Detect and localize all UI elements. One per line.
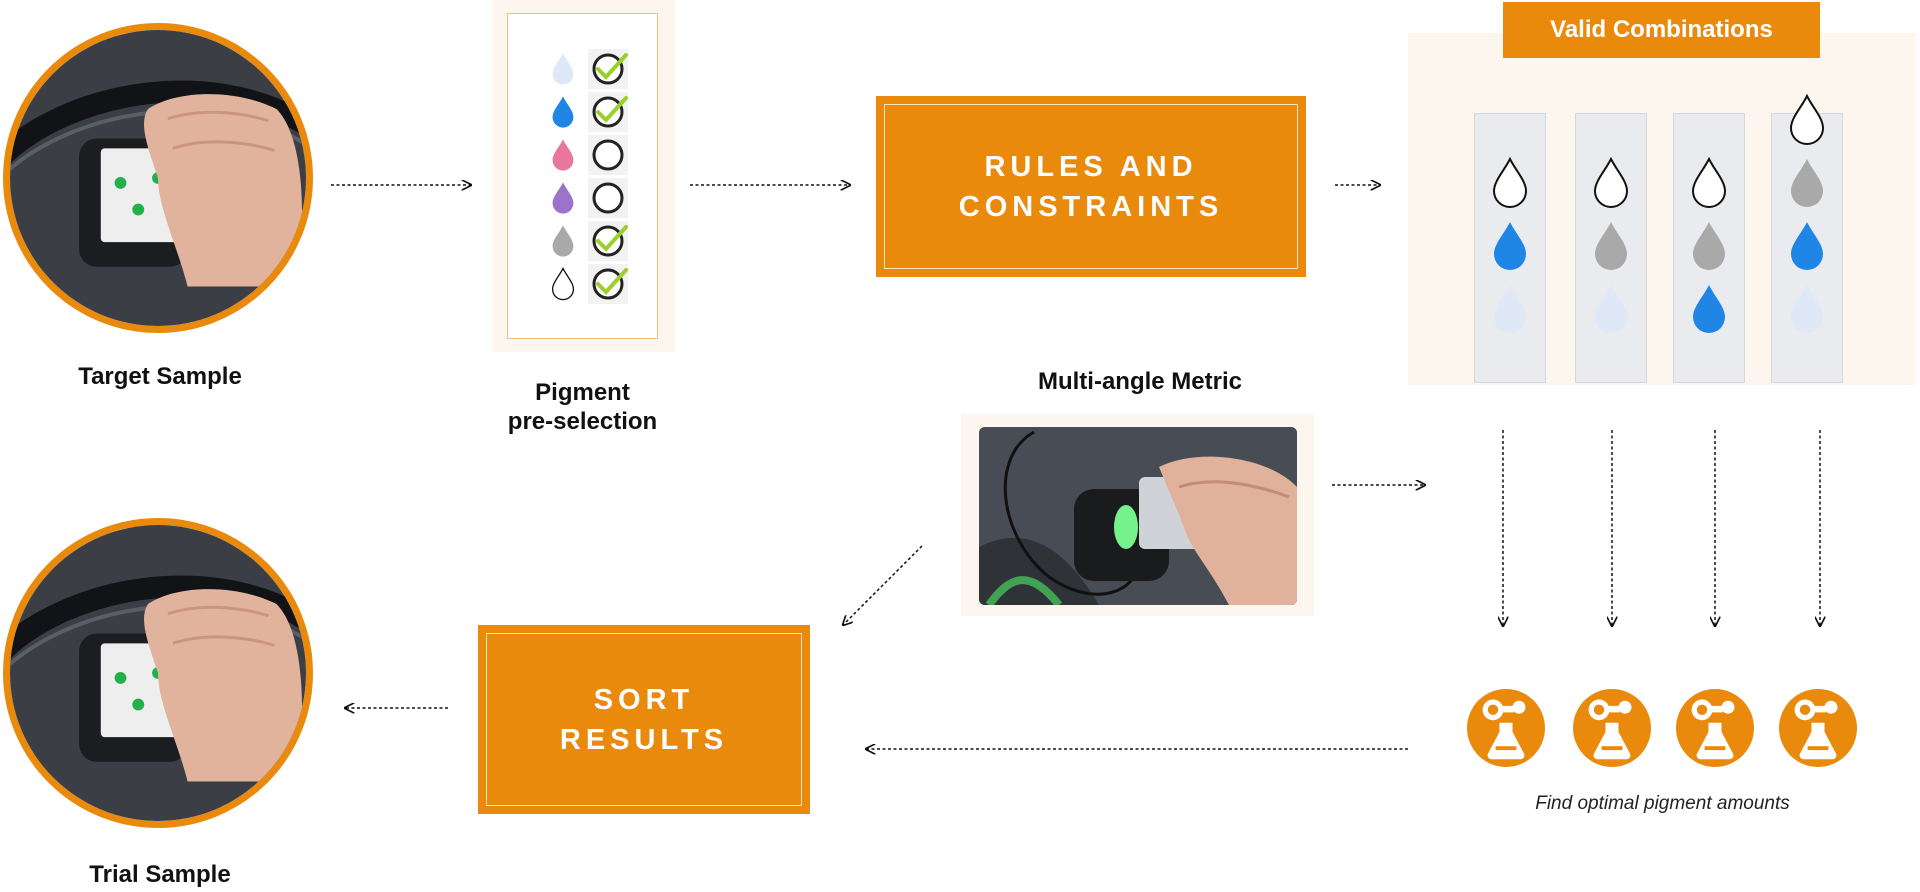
pigment-drop bbox=[1693, 285, 1725, 333]
sort-results-text: SORT RESULTS bbox=[559, 683, 729, 756]
pigment-drop bbox=[1693, 222, 1725, 270]
target-sample-label: Target Sample bbox=[78, 363, 242, 390]
pigment-drop bbox=[1593, 156, 1629, 208]
rules-constraints-text: RULES AND CONSTRAINTS bbox=[958, 150, 1224, 223]
metric-label: Multi-angle Metric bbox=[1037, 368, 1242, 395]
arrow-metric-to-sort bbox=[843, 545, 923, 625]
pigment-drop bbox=[1494, 222, 1526, 270]
pigment-drop bbox=[552, 225, 574, 257]
check-icon bbox=[588, 221, 628, 261]
check-icon bbox=[588, 264, 628, 304]
pigment-drop bbox=[1595, 222, 1627, 270]
pigment-label: Pigment pre-selection bbox=[480, 378, 685, 436]
trial-sample-image bbox=[3, 518, 313, 828]
pigment-drop bbox=[1791, 159, 1823, 207]
pigment-drop bbox=[1791, 222, 1823, 270]
pigment-drop bbox=[1691, 156, 1727, 208]
pigment-checklist bbox=[551, 49, 628, 304]
valid-combinations-title: Valid Combinations bbox=[1550, 16, 1773, 43]
valid-combinations-header: Valid Combinations bbox=[1503, 2, 1820, 58]
flask-icon bbox=[1676, 689, 1754, 767]
check-icon bbox=[588, 92, 628, 132]
pigment-drop bbox=[552, 53, 574, 85]
flask-icon bbox=[1779, 689, 1857, 767]
pigment-label-line1: Pigment bbox=[535, 379, 630, 406]
flask-icon bbox=[1573, 689, 1651, 767]
check-icon bbox=[588, 49, 628, 89]
target-sample-image bbox=[3, 23, 313, 333]
pigment-preselection-card bbox=[492, 0, 675, 352]
optimal-amounts-caption: Find optimal pigment amounts bbox=[1535, 793, 1790, 814]
rules-constraints-box: RULES AND CONSTRAINTS bbox=[876, 96, 1306, 277]
empty-circle-icon bbox=[588, 178, 628, 218]
combination-drops bbox=[1492, 93, 1825, 333]
pigment-drop bbox=[552, 139, 574, 171]
pigment-drop bbox=[1789, 93, 1825, 145]
pigment-drop bbox=[1494, 285, 1526, 333]
trial-sample-label: Trial Sample bbox=[89, 861, 231, 888]
metric-photo-frame bbox=[961, 414, 1314, 616]
pigment-drop bbox=[1492, 156, 1528, 208]
pigment-drop bbox=[1595, 285, 1627, 333]
pigment-drop bbox=[551, 266, 575, 301]
sort-results-box: SORT RESULTS bbox=[478, 625, 810, 814]
pigment-label-line2: pre-selection bbox=[507, 408, 658, 435]
pigment-drop bbox=[552, 96, 574, 128]
metric-photo bbox=[979, 427, 1297, 605]
pigment-drop bbox=[552, 182, 574, 214]
pigment-drop bbox=[1791, 285, 1823, 333]
flask-icon bbox=[1467, 689, 1545, 767]
valid-combinations-panel bbox=[1408, 33, 1916, 385]
empty-circle-icon bbox=[588, 135, 628, 175]
